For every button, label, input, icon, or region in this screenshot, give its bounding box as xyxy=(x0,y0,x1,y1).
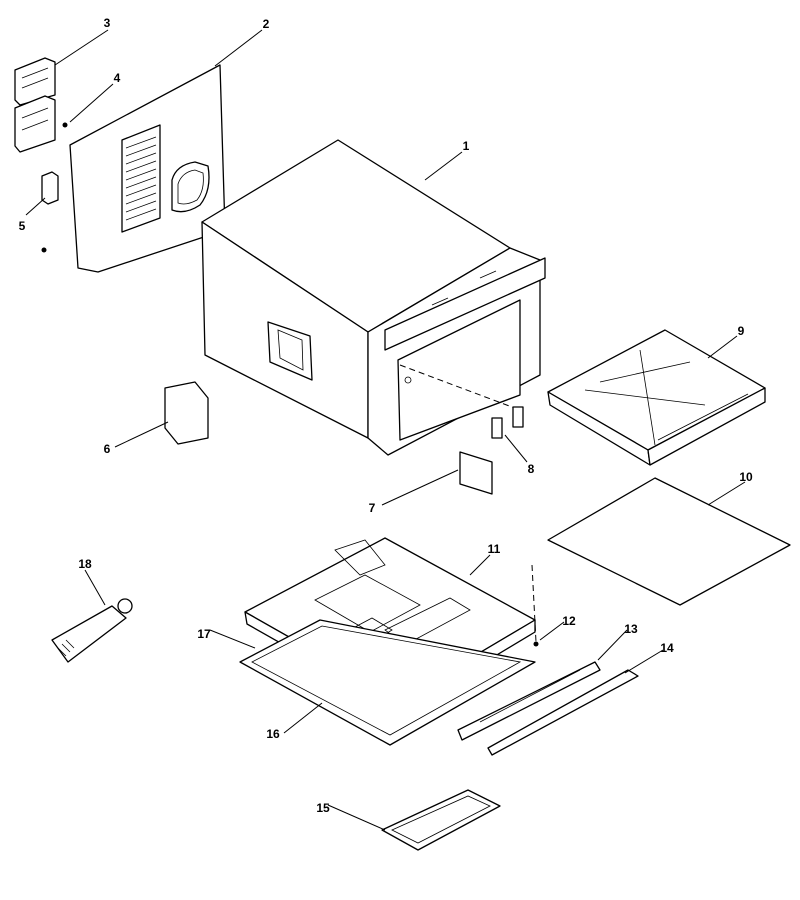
callout-3: 3 xyxy=(104,16,111,30)
callout-14: 14 xyxy=(660,641,674,655)
callout-16: 16 xyxy=(266,727,280,741)
part-pad xyxy=(459,451,493,495)
callout-15: 15 xyxy=(316,801,330,815)
leader-lines xyxy=(25,29,746,831)
callout-8: 8 xyxy=(528,462,535,476)
callout-2: 2 xyxy=(263,17,270,31)
callout-6: 6 xyxy=(104,442,111,456)
callout-5: 5 xyxy=(19,219,26,233)
part-side-cover xyxy=(164,381,209,445)
part-tray xyxy=(547,329,766,466)
part-bracket xyxy=(14,57,56,153)
callout-12: 12 xyxy=(562,614,576,628)
part-strip xyxy=(487,669,639,756)
part-filter xyxy=(381,789,501,851)
part-screw xyxy=(533,641,539,647)
callout-11: 11 xyxy=(488,542,501,556)
part-sheet xyxy=(547,477,791,606)
callout-10: 10 xyxy=(739,470,753,484)
callout-18: 18 xyxy=(78,557,92,571)
callout-13: 13 xyxy=(624,622,638,636)
callout-1: 1 xyxy=(463,139,470,153)
callout-labels: 1 2 3 4 5 6 7 8 9 10 11 12 13 14 15 16 1… xyxy=(19,16,753,815)
part-clips xyxy=(491,406,524,439)
part-switch-block xyxy=(41,171,59,205)
callout-9: 9 xyxy=(738,324,745,338)
callout-4: 4 xyxy=(114,71,121,85)
part-cabinet xyxy=(201,139,546,456)
part-rear-panel xyxy=(41,64,226,273)
part-gasket xyxy=(239,619,536,746)
part-sealant-tube xyxy=(51,598,133,663)
callout-7: 7 xyxy=(369,501,376,515)
callout-17: 17 xyxy=(197,627,211,641)
part-rail xyxy=(457,661,601,741)
